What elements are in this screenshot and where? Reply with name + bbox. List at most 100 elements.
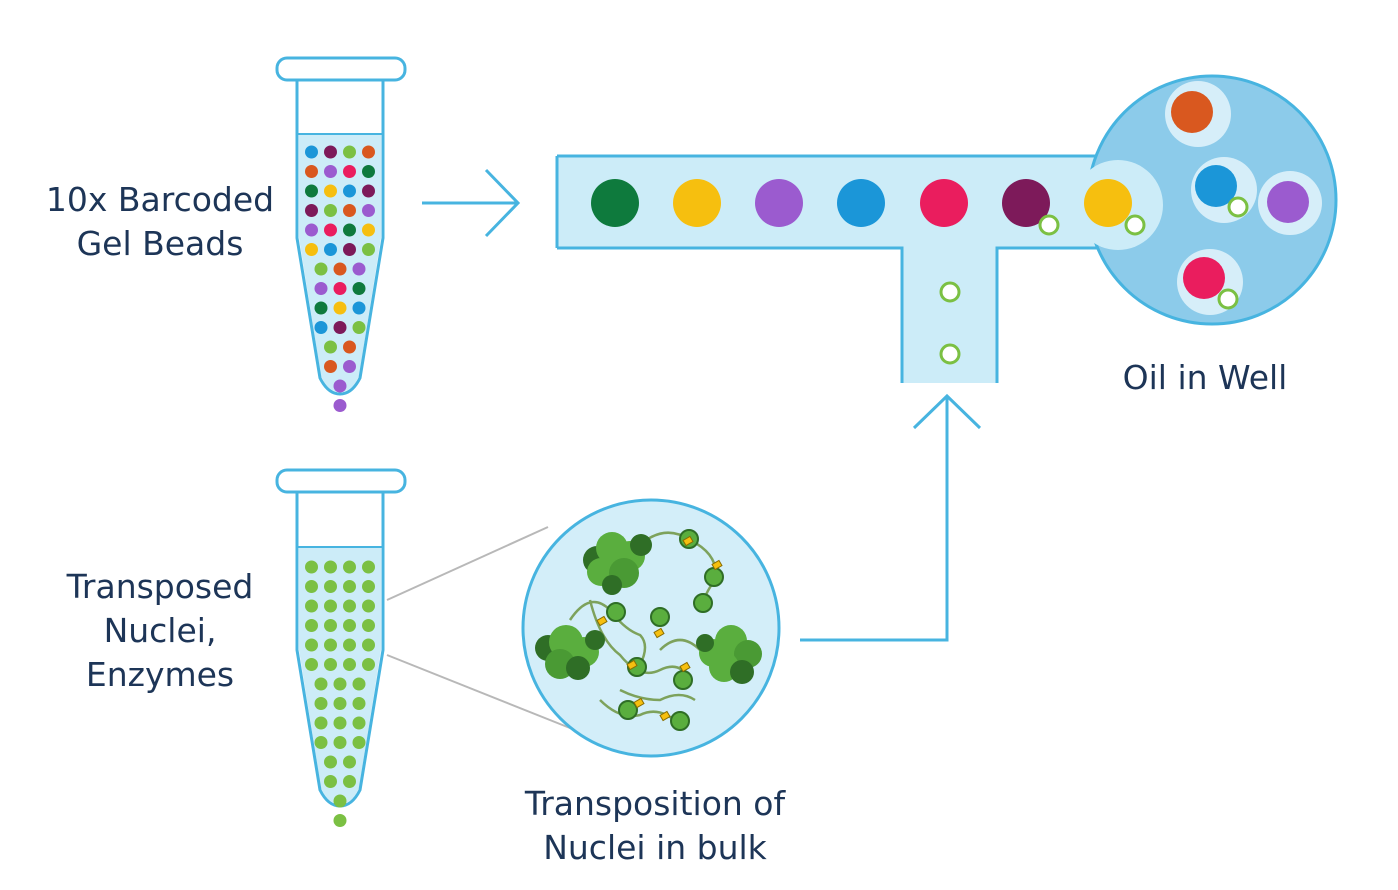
bead	[343, 145, 356, 159]
bead	[324, 658, 337, 671]
nuclei-tube	[275, 468, 407, 827]
bead	[333, 716, 347, 730]
bead	[305, 619, 318, 632]
chromatin-cluster	[696, 625, 762, 684]
gel-bead-tube-body	[295, 73, 385, 396]
bead	[1267, 181, 1309, 223]
bead	[305, 145, 318, 159]
bead	[333, 262, 347, 276]
bead	[333, 321, 347, 334]
bead	[352, 697, 366, 710]
gel-bead-tube	[275, 56, 407, 412]
gel-bead-tube-cap	[275, 56, 407, 82]
transposed-nuclei-label: Transposed Nuclei, Enzymes	[35, 565, 285, 697]
gel-bead-tube-beads	[305, 145, 375, 412]
transposition-zoom	[521, 498, 781, 758]
bead	[343, 340, 356, 354]
bead	[324, 775, 337, 788]
bead	[305, 165, 318, 178]
nuclei-fragments	[606, 529, 724, 731]
bead	[324, 145, 337, 159]
nucleus-bead-pairs	[1038, 196, 1249, 310]
gel-beads-label: 10x Barcoded Gel Beads	[30, 178, 290, 266]
bead	[324, 580, 337, 593]
bead	[324, 599, 337, 613]
bead	[324, 638, 337, 652]
nucleus	[1227, 196, 1249, 218]
bead	[333, 794, 347, 808]
bead	[324, 340, 337, 354]
bead	[362, 243, 375, 256]
nuclei-tube-beads	[305, 560, 375, 827]
bead	[343, 243, 356, 256]
bead	[362, 223, 375, 237]
bead	[343, 658, 356, 671]
transposition-label-line: Nuclei in bulk	[543, 828, 767, 867]
bead	[362, 619, 375, 632]
bead	[333, 677, 347, 691]
bead	[343, 599, 356, 613]
arrow-beads-to-channel	[422, 168, 521, 238]
bead	[362, 204, 375, 217]
bead	[1183, 257, 1225, 299]
bead	[333, 814, 347, 827]
bead	[343, 580, 356, 593]
gel-beads-label-line: 10x Barcoded	[45, 180, 275, 219]
nuclei-label-line: Enzymes	[85, 655, 235, 694]
zoom-lines	[386, 526, 576, 731]
bead	[305, 243, 318, 256]
bead	[352, 321, 366, 334]
bead	[343, 165, 356, 178]
bead	[305, 184, 318, 198]
bead	[352, 301, 366, 315]
bead	[314, 677, 328, 691]
nucleus	[1217, 288, 1239, 310]
bead	[333, 282, 347, 295]
nucleus	[1038, 214, 1060, 236]
transposition-label: Transposition of Nuclei in bulk	[490, 782, 820, 870]
bead	[324, 243, 337, 256]
bead	[362, 599, 375, 613]
bead	[343, 775, 356, 788]
bead	[362, 658, 375, 671]
bead	[305, 560, 318, 574]
channel-beads	[591, 179, 1132, 227]
nuclei-label-line: Nuclei,	[103, 611, 217, 650]
bead	[333, 301, 347, 315]
bead	[362, 638, 375, 652]
bead	[920, 179, 968, 227]
bead	[362, 560, 375, 574]
bead	[324, 184, 337, 198]
oil-in-well-label: Oil in Well	[1122, 358, 1288, 397]
bead	[324, 619, 337, 632]
bead	[343, 560, 356, 574]
bead	[362, 165, 375, 178]
nuclei-tube-cap	[275, 468, 407, 494]
bead	[333, 697, 347, 710]
bead	[305, 658, 318, 671]
arrow-nuclei-to-channel	[800, 393, 982, 642]
bead	[837, 179, 885, 227]
bead	[343, 755, 356, 769]
gel-beads-label-line: Gel Beads	[76, 224, 244, 263]
bead	[352, 282, 366, 295]
bead	[1195, 165, 1237, 207]
bead	[305, 223, 318, 237]
bead	[324, 223, 337, 237]
bead	[333, 379, 347, 393]
bead	[343, 184, 356, 198]
chromatin-cluster	[535, 625, 605, 680]
bead	[343, 619, 356, 632]
transposase-marks	[596, 535, 723, 722]
bead	[305, 580, 318, 593]
bead	[362, 580, 375, 593]
chromatin-cluster	[583, 532, 652, 595]
bead	[352, 677, 366, 691]
bead	[343, 204, 356, 217]
bead	[352, 716, 366, 730]
bead	[314, 716, 328, 730]
bead	[324, 560, 337, 574]
bead	[314, 736, 328, 749]
bead	[333, 399, 347, 412]
bead	[343, 360, 356, 373]
